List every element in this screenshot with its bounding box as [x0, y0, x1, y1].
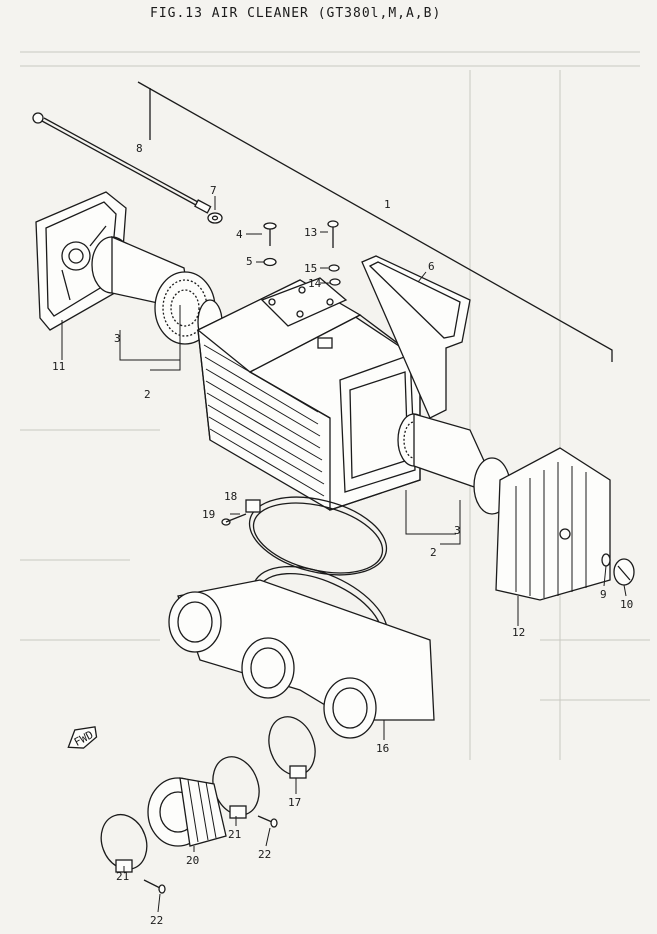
screw-part-22-lower — [143, 879, 166, 894]
screw-part-4 — [263, 222, 277, 246]
callout-22-upper: 22 — [258, 848, 271, 861]
washer-part-9 — [601, 553, 611, 567]
callout-1: 1 — [384, 198, 391, 211]
right-filter-element-part-2 — [397, 413, 511, 515]
air-cleaner-case-part-1 — [196, 277, 421, 511]
long-bolt-part-8 — [32, 112, 212, 214]
callout-10: 10 — [620, 598, 633, 611]
screw-part-13 — [327, 220, 339, 248]
callout-21-upper: 21 — [228, 828, 241, 841]
callout-labels: 1 2 2 3 3 4 5 6 7 8 9 10 11 12 13 14 15 … — [52, 142, 633, 927]
callout-13: 13 — [304, 226, 317, 239]
washer-part-5 — [263, 257, 277, 267]
bleed-through-background — [20, 51, 650, 760]
callout-21-lower: 21 — [116, 870, 129, 883]
callout-4: 4 — [236, 228, 243, 241]
callout-22-lower: 22 — [150, 914, 163, 927]
assembly-leader-lines — [137, 81, 613, 362]
callout-20: 20 — [186, 854, 199, 867]
callout-12: 12 — [512, 626, 525, 639]
left-filter-element-part-2 — [91, 236, 223, 345]
callout-16: 16 — [376, 742, 389, 755]
washer-part-15 — [328, 264, 340, 272]
callout-9: 9 — [600, 588, 607, 601]
callout-14: 14 — [308, 277, 322, 290]
callout-17: 17 — [288, 796, 301, 809]
wing-nut-part-10 — [613, 558, 635, 586]
callout-7: 7 — [210, 184, 217, 197]
hose-clamp-part-21-lower — [100, 813, 148, 873]
callout-3-right: 3 — [454, 524, 461, 537]
callout-2-right: 2 — [430, 546, 437, 559]
callout-3-left: 3 — [114, 332, 121, 345]
forward-arrow-icon — [67, 726, 98, 749]
left-cap-part-11 — [35, 191, 127, 331]
clamp-band-part-18 — [245, 496, 388, 576]
callout-leaders — [61, 196, 627, 913]
intake-chamber-part-16 — [168, 579, 435, 739]
right-cap-part-12 — [495, 447, 611, 601]
washer-part-14 — [329, 278, 341, 286]
callout-2-left: 2 — [144, 388, 151, 401]
washer-part-7 — [207, 212, 223, 224]
callout-18: 18 — [224, 490, 237, 503]
callout-6: 6 — [428, 260, 435, 273]
hose-clamp-part-17 — [268, 716, 316, 779]
callout-19: 19 — [202, 508, 215, 521]
callout-8: 8 — [136, 142, 143, 155]
figure-title: FIG.13 AIR CLEANER (GT380l,M,A,B) — [150, 6, 442, 21]
callout-5: 5 — [246, 255, 253, 268]
callout-11: 11 — [52, 360, 65, 373]
inlet-duct-part-6 — [361, 255, 471, 419]
bolt-part-19 — [221, 513, 247, 526]
callout-15: 15 — [304, 262, 317, 275]
intake-pipe-part-20 — [147, 777, 227, 847]
screw-part-22-upper — [257, 815, 278, 828]
